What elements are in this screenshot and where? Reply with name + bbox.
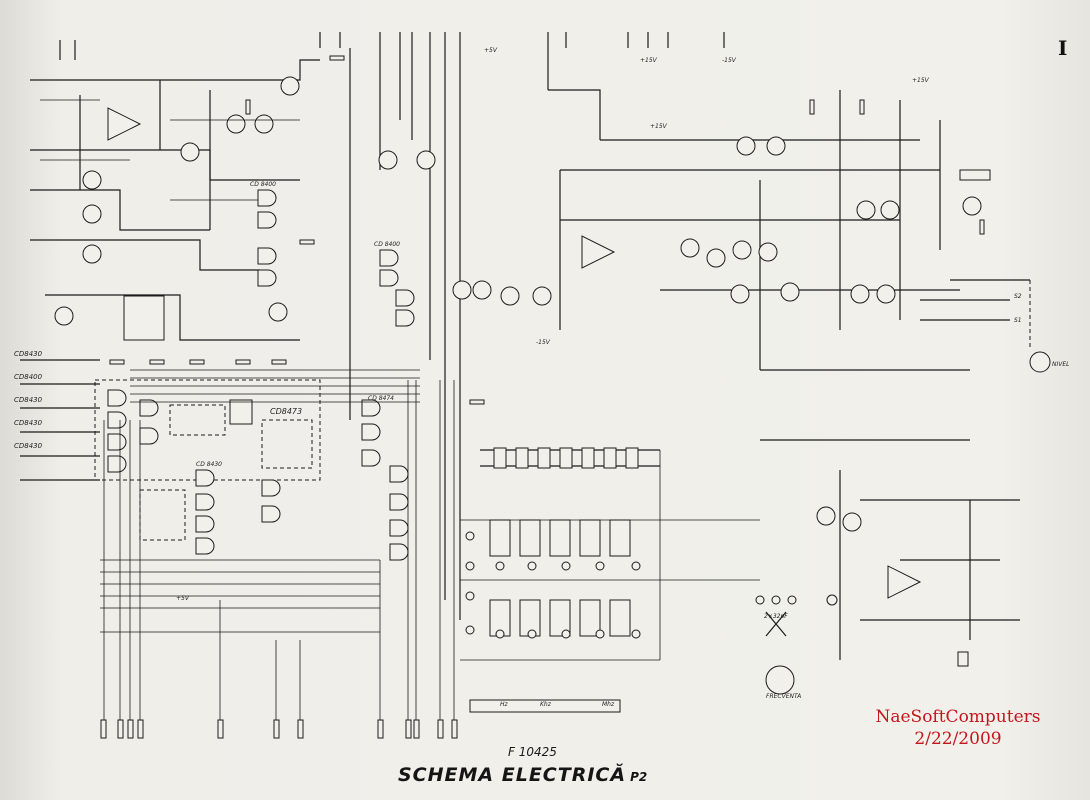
chip-label: CD 8430: [196, 461, 222, 468]
input-label: CD8430: [14, 350, 43, 358]
range-label: Hz: [500, 701, 509, 708]
range-label: Mhz: [602, 701, 615, 708]
frequency-label: FRECVENTA: [766, 693, 801, 700]
supply-label: +5V: [176, 595, 190, 602]
left-input-labels: CD8430 CD8400 CD8430 CD8430 CD8430: [14, 350, 42, 465]
resistor-network-top: [109, 55, 485, 405]
input-label: CD8430: [14, 396, 43, 404]
capacitor-label: 2×32pF: [764, 613, 788, 620]
left-edge-inputs: [20, 359, 100, 481]
supply-label: +15V: [640, 57, 658, 64]
rf-oscillator-section: [378, 90, 1051, 373]
supply-label: -15V: [722, 57, 737, 64]
supply-label: +5V: [484, 47, 498, 54]
top-connector-pins: [59, 32, 725, 60]
watermark-date: 2/22/2009: [914, 729, 1002, 749]
input-amplifier-section: [30, 59, 922, 599]
chip-label: CD8473: [270, 407, 302, 416]
level-label: NIVEL: [1052, 361, 1070, 368]
chip-label: CD 8474: [368, 395, 394, 402]
drawing-code: F 10425: [508, 745, 557, 759]
watermark-name: NaeSoftComputers: [875, 707, 1041, 727]
input-label: CD8430: [14, 419, 43, 427]
supply-label: +15V: [650, 123, 668, 130]
bottom-connector-pins: [100, 719, 458, 739]
supply-label: -15V: [536, 339, 551, 346]
range-label: Khz: [540, 701, 552, 708]
switch-label: S2: [1014, 293, 1022, 300]
chip-label: CD 8400: [250, 181, 276, 188]
input-label: CD8400: [14, 373, 43, 381]
supply-label: +15V: [912, 77, 930, 84]
logic-gates-section: [94, 189, 415, 561]
range-divider-array: [460, 447, 760, 713]
page-label: P2: [630, 770, 648, 784]
watermark: NaeSoftComputers 2/22/2009: [868, 706, 1048, 750]
input-label: CD8430: [14, 442, 43, 450]
chip-label: CD 8400: [374, 241, 400, 248]
output-amplifier-section: [755, 439, 1020, 695]
sheet-number: I: [1058, 36, 1068, 60]
switch-label: S1: [1014, 317, 1022, 324]
signal-bus: [100, 48, 601, 720]
title-text: SCHEMA ELECTRICĂ: [398, 764, 627, 786]
